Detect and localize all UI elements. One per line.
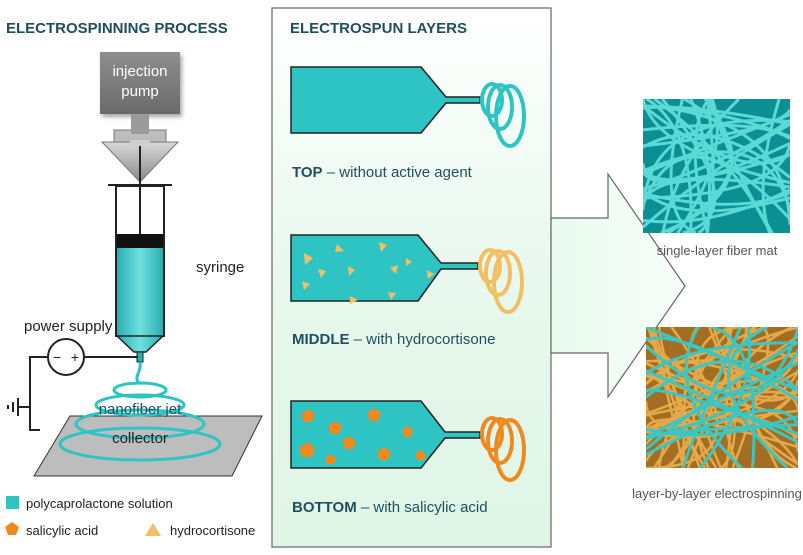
nanofiber-jet (58, 361, 222, 462)
fiber-strand (669, 99, 697, 233)
fiber-strand (646, 388, 798, 436)
fiber-strand (646, 349, 798, 390)
ground-icon (7, 398, 30, 416)
layer-bottom-desc: – with salicylic acid (357, 499, 488, 516)
fiber-strand (643, 155, 790, 221)
single-layer-mat (643, 99, 790, 233)
hydrocortisone-particles (302, 242, 434, 304)
fiber-strand (727, 327, 789, 468)
legend-salicylic-swatch (5, 522, 19, 535)
fiber-strand (643, 123, 790, 140)
fiber-strand (710, 327, 756, 468)
nanofiber-jet-label: nanofiber jet (99, 401, 182, 418)
layer-bottom-name: BOTTOM (292, 499, 357, 516)
collector-label: collector (112, 430, 168, 447)
middle-panel-title: ELECTROSPUN LAYERS (290, 20, 467, 37)
left-panel: ELECTROSPINNING PROCESS injection pump s… (5, 20, 263, 538)
legend-polymer-label: polycaprolactone solution (26, 496, 173, 511)
fiber-strand (646, 369, 798, 444)
left-panel-title: ELECTROSPINNING PROCESS (6, 20, 228, 37)
layer-by-layer-label: layer-by-layer electrospinning (632, 486, 802, 501)
fiber-strand (643, 188, 790, 224)
power-supply: − + (7, 338, 138, 431)
power-supply-label: power supply (24, 318, 113, 335)
fiber-strand (646, 350, 798, 440)
syringe (108, 146, 172, 363)
fiber-strand (682, 327, 742, 468)
fiber-strand (643, 153, 790, 182)
layer-middle-name: MIDDLE (292, 331, 350, 348)
legend: polycaprolactone solution salicylic acid… (5, 496, 255, 538)
legend-hydrocortisone-label: hydrocortisone (170, 523, 255, 538)
fiber-strand (646, 418, 798, 449)
fiber-strand (646, 328, 798, 396)
pump-label-line2: pump (121, 83, 159, 100)
salicylic-particles (299, 408, 426, 464)
fiber-strand (643, 99, 790, 185)
layer-middle-caption: MIDDLE – with hydrocortisone (292, 331, 495, 348)
power-minus-sign: − (53, 349, 61, 365)
pump-label-line1: injection (112, 63, 167, 80)
middle-panel: ELECTROSPUN LAYERS TOP – without active … (271, 7, 552, 548)
layer-top-name: TOP (292, 164, 323, 181)
legend-hydrocortisone-swatch (145, 523, 161, 536)
fiber-strand (699, 327, 752, 468)
fiber-strand (684, 327, 743, 468)
injection-pump: injection pump (100, 52, 180, 114)
fiber-strand (646, 336, 798, 402)
legend-polymer-swatch (6, 496, 19, 509)
fiber-strand (724, 327, 734, 468)
layer-top-caption: TOP – without active agent (292, 164, 473, 181)
layer-bottom-caption: BOTTOM – with salicylic acid (292, 499, 488, 516)
legend-salicylic-label: salicylic acid (26, 523, 98, 538)
fiber-strand (697, 99, 715, 233)
layer-middle-desc: – with hydrocortisone (350, 331, 496, 348)
layer-middle: MIDDLE – with hydrocortisone (290, 234, 524, 348)
layer-by-layer-mat (646, 327, 798, 468)
fiber-strand (643, 105, 790, 126)
fiber-strand (646, 334, 798, 415)
layer-top: TOP – without active agent (290, 66, 526, 181)
fiber-strand (646, 414, 798, 437)
layer-top-desc: – without active agent (323, 164, 473, 181)
fiber-strand (646, 341, 798, 375)
layer-bottom: BOTTOM – with salicylic acid (290, 400, 526, 516)
fiber-strand (643, 118, 790, 211)
fiber-strand (643, 104, 790, 165)
power-plus-sign: + (71, 349, 79, 365)
syringe-label: syringe (196, 259, 244, 276)
single-layer-label: single-layer fiber mat (657, 243, 778, 258)
